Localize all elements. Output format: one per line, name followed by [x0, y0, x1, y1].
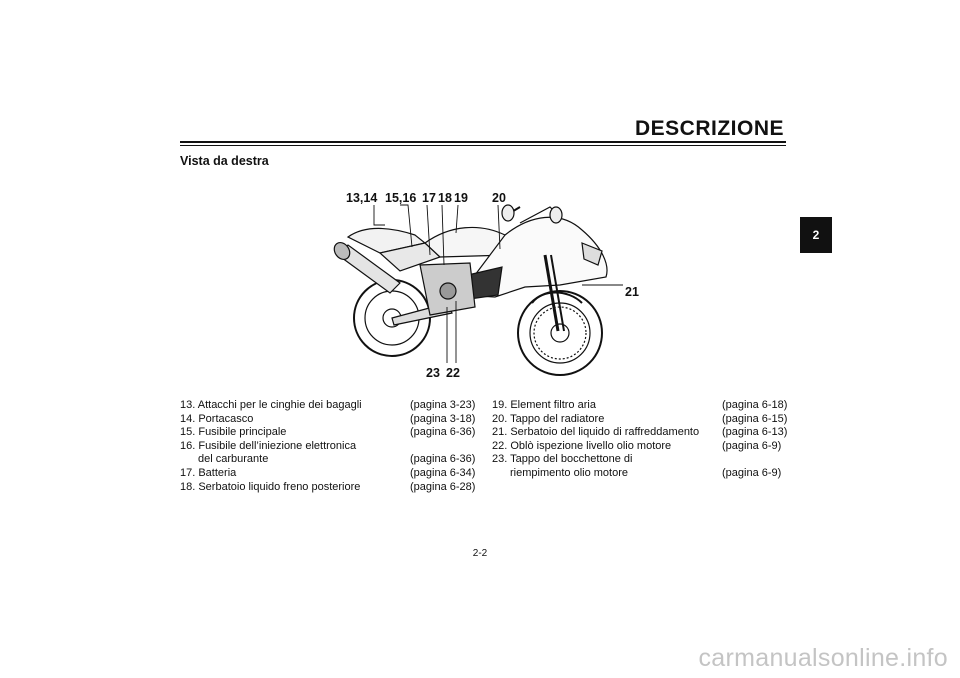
legend-item: 16. Fusibile dell’iniezione elettronica [180, 440, 476, 454]
legend-item: 20. Tappo del radiatore (pagina 6-15) [492, 413, 788, 427]
legend-item-page: (pagina 6-9) [722, 439, 782, 452]
legend-item-text: 14. Portacasco [180, 412, 254, 425]
legend-item-text: 19. Element filtro aria [492, 399, 596, 411]
legend-item-page: (pagina 6-13) [722, 426, 788, 439]
legend-item-page: (pagina 6-36) [410, 426, 476, 439]
legend-item-text: 16. Fusibile dell’iniezione elettronica [180, 439, 357, 452]
legend-item-page: (pagina 3-18) [410, 412, 476, 425]
legend-item-page [410, 440, 476, 454]
legend-item-text: 13. Attacchi per le cinghie dei bagagli [180, 399, 362, 411]
legend-item: 22. Oblò ispezione livello olio motore (p… [492, 440, 788, 454]
legend-item: 13. Attacchi per le cinghie dei bagagli (… [180, 399, 476, 413]
callout-20: 20 [492, 191, 506, 205]
legend-item: del carburante (pagina 6-36) [180, 453, 476, 467]
chapter-tab-label: 2 [812, 228, 820, 242]
page-number: 2-2 [472, 548, 488, 559]
header-rule [180, 141, 786, 143]
legend-item: 17. Batteria (pagina 6-34) [180, 467, 476, 481]
legend-item-text: 18. Serbatoio liquido freno posteriore [180, 480, 361, 493]
legend-item-text: 22. Oblò ispezione livello olio motore [492, 439, 672, 452]
legend-item-text: del carburante [198, 453, 269, 466]
legend-item-page: (pagina 6-28) [410, 480, 476, 493]
legend-item-page: (pagina 6-18) [722, 399, 788, 411]
motorcycle-illustration [320, 185, 650, 390]
legend-item: 18. Serbatoio liquido freno posteriore (p… [180, 481, 476, 495]
legend-item-text: 23. Tappo del bocchettone di [492, 453, 633, 466]
legend-left: 13. Attacchi per le cinghie dei bagagli (… [180, 399, 476, 494]
callout-22: 22 [446, 366, 460, 380]
chapter-tab: 2 [800, 217, 832, 253]
callout-19: 19 [454, 191, 468, 205]
legend-item-text: 21. Serbatoio del liquido di raffreddame… [492, 426, 700, 439]
callout-21: 21 [625, 285, 639, 299]
callout-23: 23 [426, 366, 440, 380]
legend-item-page: (pagina 6-15) [722, 412, 788, 425]
legend-item: 15. Fusibile principale (pagina 6-36) [180, 426, 476, 440]
callout-17: 17 [422, 191, 436, 205]
legend-item-page: (pagina 6-9) [722, 466, 782, 479]
callout-13-14: 13,14 [346, 191, 378, 205]
legend-item-page: (pagina 6-36) [410, 453, 476, 466]
legend-right: 19. Element filtro aria (pagina 6-18) 20.… [492, 399, 788, 481]
legend-item: 21. Serbatoio del liquido di raffreddame… [492, 426, 788, 440]
callout-15-16: 15,16 [385, 191, 417, 205]
legend-item-text: riempimento olio motore [510, 466, 628, 479]
header-rule-thin [180, 145, 786, 146]
legend-item-text: 15. Fusibile principale [180, 426, 287, 439]
legend-item: riempimento olio motore (pagina 6-9) [492, 467, 788, 481]
page-title: DESCRIZIONE [634, 117, 784, 140]
legend-item-page: (pagina 6-34) [410, 466, 476, 479]
legend-item: 23. Tappo del bocchettone di [492, 453, 788, 467]
legend-item: 14. Portacasco (pagina 3-18) [180, 413, 476, 427]
section-title: Vista da destra [180, 154, 269, 168]
legend-item: 19. Element filtro aria (pagina 6-18) [492, 399, 788, 413]
legend-item-text: 20. Tappo del radiatore [492, 412, 605, 425]
legend-item-text: 17. Batteria [180, 466, 237, 479]
callout-18: 18 [438, 191, 452, 205]
legend-item-page: (pagina 3-23) [410, 399, 476, 411]
watermark: carmanualsonline.info [698, 644, 948, 672]
legend-item-page [722, 453, 788, 467]
